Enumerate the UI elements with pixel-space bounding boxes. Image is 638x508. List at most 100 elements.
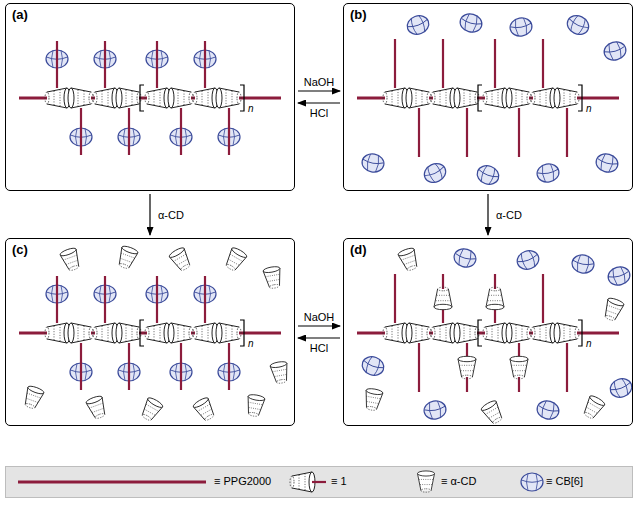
side-chain bbox=[180, 343, 182, 390]
side-chain bbox=[418, 108, 420, 157]
cyclodextrin bbox=[434, 287, 452, 310]
cyclodextrin bbox=[531, 323, 556, 343]
legend-samples bbox=[18, 471, 543, 492]
reagent-label: α-CD bbox=[157, 209, 185, 221]
side-chain bbox=[204, 41, 206, 88]
side-chain bbox=[180, 108, 182, 155]
cucurbituril bbox=[535, 398, 561, 421]
cyclodextrin bbox=[145, 323, 170, 343]
cyclodextrin bbox=[216, 323, 241, 343]
cyclodextrin bbox=[406, 323, 431, 343]
reagent-label: HCl bbox=[309, 342, 329, 354]
cucurbituril bbox=[521, 473, 543, 491]
reaction-arrow bbox=[487, 194, 488, 235]
cyclodextrin bbox=[85, 395, 108, 421]
cyclodextrin bbox=[93, 323, 118, 343]
cyclodextrin bbox=[418, 471, 435, 492]
cyclodextrin bbox=[454, 323, 479, 343]
panel-letter: (d) bbox=[350, 242, 367, 257]
side-chain bbox=[128, 108, 130, 155]
cyclodextrin bbox=[483, 88, 508, 108]
side-chain bbox=[566, 108, 568, 157]
side-chain bbox=[466, 108, 468, 157]
repeat-subscript: n bbox=[247, 338, 255, 349]
panel-art bbox=[19, 245, 290, 423]
repeat-subscript: n bbox=[585, 338, 593, 349]
cyclodextrin bbox=[216, 88, 241, 108]
panel-frame: (c) bbox=[5, 238, 295, 426]
cyclodextrin bbox=[93, 88, 118, 108]
cyclodextrin bbox=[290, 472, 315, 492]
legend-entry: ≡ CB[6] bbox=[546, 475, 583, 487]
cucurbituril bbox=[405, 13, 432, 37]
cucurbituril bbox=[423, 399, 448, 421]
cyclodextrin bbox=[531, 88, 556, 108]
cucurbituril bbox=[602, 39, 628, 62]
panel-art bbox=[357, 11, 628, 187]
panel-art bbox=[357, 246, 634, 426]
reagent-label: HCl bbox=[309, 107, 329, 119]
cucurbituril bbox=[564, 12, 592, 38]
side-chain bbox=[542, 39, 544, 88]
cyclodextrin bbox=[145, 88, 170, 108]
side-chain bbox=[566, 343, 568, 392]
cucurbituril bbox=[571, 253, 596, 275]
cyclodextrin bbox=[431, 88, 456, 108]
reagent-label: α-CD bbox=[495, 209, 523, 221]
side-chain bbox=[394, 39, 396, 88]
cyclodextrin bbox=[458, 356, 476, 379]
side-chain bbox=[80, 108, 82, 155]
cyclodextrin bbox=[116, 323, 141, 343]
cyclodextrin bbox=[506, 88, 531, 108]
side-chain bbox=[204, 276, 206, 323]
cyclodextrin bbox=[397, 247, 420, 273]
cyclodextrin bbox=[406, 88, 431, 108]
cucurbituril bbox=[608, 376, 635, 400]
cyclodextrin bbox=[68, 323, 93, 343]
cyclodextrin bbox=[581, 394, 606, 421]
cyclodextrin bbox=[192, 396, 217, 423]
side-chain bbox=[518, 108, 520, 157]
cucurbituril bbox=[509, 16, 534, 38]
cucurbituril bbox=[475, 163, 502, 187]
polymer-sample bbox=[18, 481, 206, 484]
panel-letter: (b) bbox=[350, 7, 367, 22]
cyclodextrin bbox=[168, 323, 193, 343]
cucurbituril bbox=[536, 162, 561, 184]
cyclodextrin bbox=[168, 246, 193, 273]
side-chain bbox=[418, 343, 420, 392]
side-chain bbox=[542, 274, 544, 323]
panel-letter: (c) bbox=[12, 242, 28, 257]
legend-entry: ≡ 1 bbox=[331, 475, 347, 487]
cyclodextrin bbox=[45, 323, 70, 343]
reagent-label: NaOH bbox=[303, 311, 336, 323]
reaction-arrow bbox=[298, 337, 340, 338]
cyclodextrin bbox=[383, 88, 408, 108]
reaction-arrow bbox=[149, 194, 150, 235]
side-chain bbox=[104, 41, 106, 88]
cyclodextrin bbox=[554, 323, 579, 343]
cucurbituril bbox=[515, 248, 542, 272]
side-chain bbox=[156, 276, 158, 323]
cyclodextrin bbox=[510, 356, 528, 379]
cyclodextrin bbox=[168, 88, 193, 108]
compound-sample bbox=[312, 481, 326, 483]
repeat-bracket bbox=[478, 320, 582, 346]
repeat-bracket bbox=[140, 320, 244, 346]
legend-entry: ≡ PPG2000 bbox=[214, 475, 271, 487]
cyclodextrin bbox=[193, 88, 218, 108]
side-chain bbox=[56, 276, 58, 323]
reaction-arrow bbox=[298, 102, 340, 103]
cyclodextrin bbox=[245, 394, 265, 418]
side-chain bbox=[394, 274, 396, 323]
side-chain bbox=[104, 276, 106, 323]
panel-letter: (a) bbox=[12, 7, 28, 22]
cyclodextrin bbox=[193, 323, 218, 343]
cyclodextrin bbox=[506, 323, 531, 343]
side-chain bbox=[80, 343, 82, 390]
repeat-subscript: n bbox=[585, 103, 593, 114]
cyclodextrin bbox=[22, 385, 45, 411]
side-chain bbox=[228, 343, 230, 390]
side-chain bbox=[56, 41, 58, 88]
side-chain bbox=[156, 41, 158, 88]
